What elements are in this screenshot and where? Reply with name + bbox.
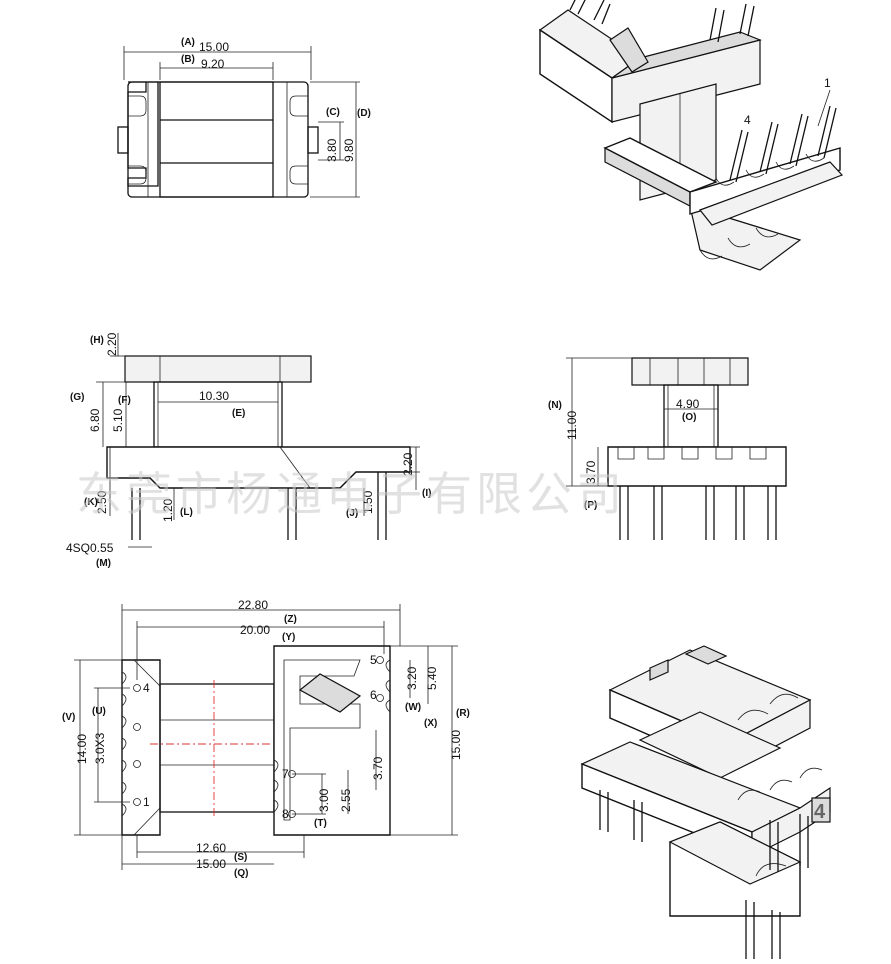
pin-number-1: 1 bbox=[143, 795, 150, 809]
dim-tag-u: (U) bbox=[92, 706, 106, 717]
dim-l: 1.20 bbox=[161, 498, 175, 522]
dim-tag-o: (O) bbox=[682, 412, 696, 423]
dim-tag-q: (Q) bbox=[234, 868, 248, 879]
dim-tag-n: (N) bbox=[548, 400, 562, 411]
dim-tag-f: (F) bbox=[118, 395, 131, 406]
dim-y: 20.00 bbox=[240, 623, 270, 637]
dim-e: 10.30 bbox=[199, 389, 229, 403]
dim-tag-a: (A) bbox=[181, 37, 195, 48]
dim-d: 9.80 bbox=[342, 138, 356, 162]
dim-h: 2.20 bbox=[105, 332, 119, 356]
dim-v: 14.00 bbox=[75, 734, 89, 764]
dim-a: 15.00 bbox=[199, 40, 229, 54]
dim-z: 22.80 bbox=[238, 598, 268, 612]
dim-g: 6.80 bbox=[88, 408, 102, 432]
dim-tag-t: (T) bbox=[314, 818, 327, 829]
iso-pin-label-4: 4 bbox=[744, 113, 751, 127]
pin-number-5: 5 bbox=[370, 653, 377, 667]
dim-tag-d: (D) bbox=[357, 108, 371, 119]
dim-3-70: 3.70 bbox=[371, 756, 385, 780]
dim-tag-r: (R) bbox=[456, 708, 470, 719]
watermark: 东莞市杨通电子有限公司 bbox=[76, 467, 626, 521]
bottom-view: 1 4 5 6 7 8 22.80 (Z) 20.00 (Y) (V) 14.0… bbox=[62, 598, 470, 879]
dim-n: 11.00 bbox=[565, 411, 579, 440]
side-view: (N) 11.00 4.90 (O) (P) 3.70 bbox=[548, 357, 787, 540]
dim-tag-c: (C) bbox=[326, 107, 340, 118]
top-view: (A) 15.00 (B) 9.20 (C) 3.80 (D) 9.80 bbox=[117, 37, 371, 198]
isometric-view-top: 1 4 bbox=[538, 0, 844, 271]
iso-pin-label: 4 bbox=[814, 801, 826, 823]
dim-tag-m: (M) bbox=[96, 558, 111, 569]
pin-number-7: 7 bbox=[282, 767, 289, 781]
dim-m: 4SQ0.55 bbox=[66, 541, 114, 555]
dim-x: 5.40 bbox=[425, 666, 439, 690]
dim-k: 2.50 bbox=[95, 490, 109, 514]
dim-r: 15.00 bbox=[449, 730, 463, 760]
dim-t: 3.00 bbox=[317, 788, 331, 812]
dim-tag-v: (V) bbox=[62, 712, 75, 723]
dim-tag-k: (K) bbox=[84, 497, 98, 508]
dim-b: 9.20 bbox=[201, 57, 225, 71]
dim-p: 3.70 bbox=[584, 460, 598, 484]
dim-tag-g: (G) bbox=[70, 392, 84, 403]
dim-tag-e: (E) bbox=[232, 408, 245, 419]
dim-tag-j: (J) bbox=[346, 508, 358, 519]
dim-tag-s: (S) bbox=[234, 852, 247, 863]
pin-number-6: 6 bbox=[370, 688, 377, 702]
dim-tag-p: (P) bbox=[584, 500, 597, 511]
front-view: (H) 2.20 (G) 6.80 (F) 5.10 10.30 (E) (K)… bbox=[66, 332, 431, 569]
dim-tag-i: (I) bbox=[422, 488, 431, 499]
dim-o: 4.90 bbox=[676, 397, 700, 411]
dim-i: 2.20 bbox=[401, 452, 415, 476]
dim-tag-z: (Z) bbox=[284, 614, 297, 625]
dim-f: 5.10 bbox=[111, 408, 125, 432]
dim-s: 12.60 bbox=[196, 841, 226, 855]
pin-number-4: 4 bbox=[143, 681, 150, 695]
dim-tag-b: (B) bbox=[181, 54, 195, 65]
dim-tag-h: (H) bbox=[90, 335, 104, 346]
pin-number-8: 8 bbox=[282, 807, 289, 821]
dim-j: 1.50 bbox=[361, 490, 375, 514]
iso-pin-label-1: 1 bbox=[824, 76, 831, 90]
dim-w: 3.20 bbox=[405, 666, 419, 690]
dim-c: 3.80 bbox=[325, 138, 339, 162]
dim-2-55: 2.55 bbox=[339, 788, 353, 812]
dim-tag-x: (X) bbox=[424, 718, 437, 729]
dim-tag-w: (W) bbox=[405, 702, 421, 713]
dim-tag-l: (L) bbox=[180, 507, 193, 518]
dim-u: 3.0X3 bbox=[93, 732, 107, 764]
dim-tag-y: (Y) bbox=[282, 632, 295, 643]
dim-q: 15.00 bbox=[196, 857, 226, 871]
isometric-view-bottom: 4 bbox=[580, 645, 831, 959]
